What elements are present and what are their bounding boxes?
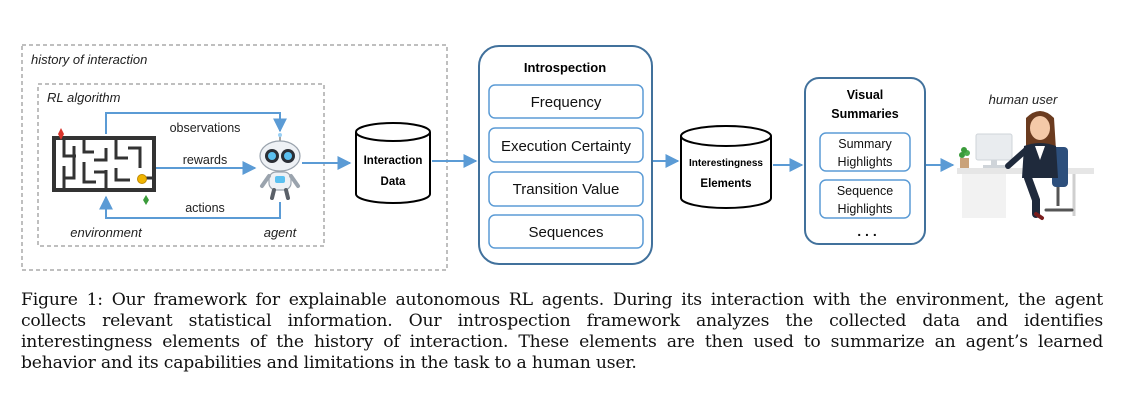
history-of-interaction-box: history of interaction: [21, 44, 448, 271]
interestingness-elements-cylinder: Interestingness Elements: [680, 125, 772, 209]
observations-arrow: [105, 112, 287, 134]
interaction-data-line2: Data: [381, 176, 407, 188]
svg-text:Highlights: Highlights: [838, 202, 893, 216]
svg-text:Highlights: Highlights: [838, 155, 893, 169]
visual-summaries-title2: Summaries: [831, 107, 898, 121]
svg-text:Summary: Summary: [838, 137, 892, 151]
svg-text:Frequency: Frequency: [531, 94, 602, 111]
svg-text:Sequence: Sequence: [837, 184, 893, 198]
rl-algorithm-label: RL algorithm: [47, 90, 121, 105]
rl-algorithm-box: RL algorithm: [37, 83, 325, 247]
rewards-label: rewards: [183, 153, 227, 167]
introspection-box: Introspection Frequency Execution Certai…: [478, 45, 653, 265]
introspection-item-transition-value: Transition Value: [488, 171, 644, 207]
summary-highlights-item: Summary Highlights: [819, 132, 911, 172]
agent-label: agent: [264, 225, 298, 240]
interaction-data-line1: Interaction: [364, 155, 423, 167]
actions-label: actions: [185, 201, 225, 215]
introspection-item-sequences: Sequences: [488, 214, 644, 249]
robot-agent-icon: [259, 133, 301, 200]
human-user-label: human user: [989, 92, 1058, 107]
interestingness-line1: Interestingness: [689, 158, 763, 169]
visual-summaries-box: Visual Summaries Summary Highlights Sequ…: [804, 77, 926, 245]
framework-diagram: history of interaction RL algorithm: [21, 44, 1094, 271]
introspection-item-frequency: Frequency: [488, 84, 644, 119]
history-label: history of interaction: [31, 52, 147, 67]
observations-label: observations: [170, 121, 241, 135]
svg-text:Transition Value: Transition Value: [513, 181, 620, 198]
more-items-ellipsis: . . .: [857, 223, 876, 239]
introspection-title: Introspection: [524, 60, 606, 75]
svg-text:Sequences: Sequences: [528, 224, 603, 241]
human-user-icon: [957, 111, 1094, 220]
environment-label: environment: [70, 225, 143, 240]
interestingness-line2: Elements: [700, 178, 751, 190]
interaction-data-cylinder: Interaction Data: [355, 122, 431, 204]
svg-text:Execution Certainty: Execution Certainty: [501, 138, 632, 155]
figure-caption: Figure 1: Our framework for explainable …: [21, 290, 1103, 373]
sequence-highlights-item: Sequence Highlights: [819, 179, 911, 219]
actions-arrow: [99, 195, 281, 219]
maze-icon: [52, 128, 156, 205]
introspection-item-execution-certainty: Execution Certainty: [488, 127, 644, 163]
visual-summaries-title1: Visual: [847, 88, 884, 102]
